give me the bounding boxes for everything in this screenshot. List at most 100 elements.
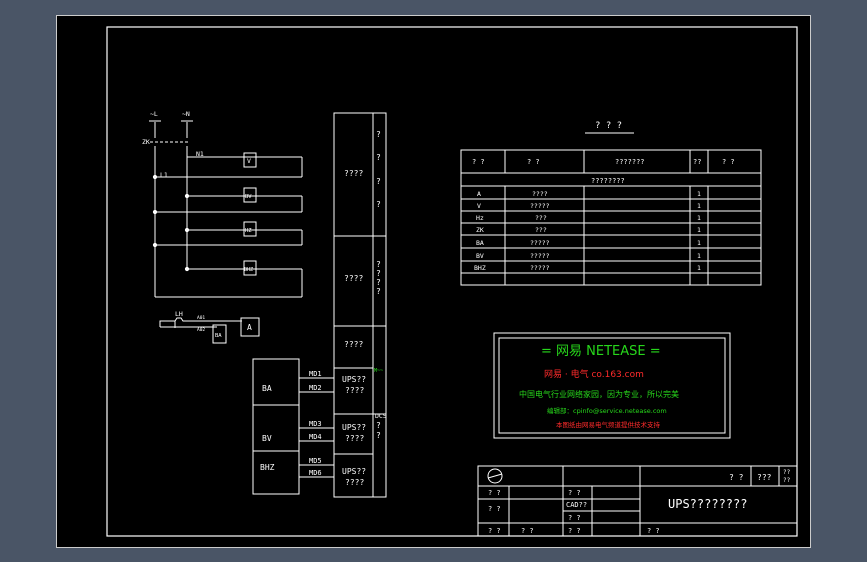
cad-drawing: ~L ~N ZK N1 L1 V BV HZ BHZ LH A01 A02 BA… [106, 26, 798, 537]
transducer-label: BA [215, 333, 222, 339]
parts-table-header: ? ? ? ? ??????? ?? ? ? ???????? [472, 158, 735, 185]
table-row-code: V [477, 202, 481, 210]
panel-section-2: ???? [344, 274, 363, 283]
side-mark: ? [376, 431, 381, 440]
panel-section-3: ???? [344, 340, 363, 349]
inner-frame [106, 26, 798, 537]
title-cell: ? ? [488, 505, 501, 513]
ct-terminal-2: A02 [197, 327, 205, 333]
green-tag: M~~ [374, 368, 383, 374]
table-row-qty: 1 [697, 226, 701, 234]
node-l1-label: L1 [160, 171, 168, 179]
table-row-code: BHZ [474, 264, 486, 272]
side-mark: ? [376, 269, 381, 278]
meter-bv-label: BV [245, 194, 252, 200]
ct-terminal-1: A01 [197, 315, 205, 321]
netease-line2: 网易 · 电气 co.163.com [544, 368, 644, 380]
block-ba: BA [262, 384, 272, 393]
source-n-label: ~N [182, 110, 190, 118]
title-top-right: ? ? [729, 473, 744, 482]
signal-md3: MD3 [309, 420, 322, 428]
table-row-qty: 1 [697, 239, 701, 247]
meter-v-label: V [247, 157, 251, 165]
signal-md5: MD5 [309, 457, 322, 465]
signal-labels: MD1 MD2 MD3 MD4 MD5 MD6 [309, 370, 322, 477]
wiring-labels: ~L ~N ZK N1 L1 V BV HZ BHZ LH A01 A02 BA… [142, 110, 253, 339]
netease-headline: = 网易 NETEASE = [541, 344, 661, 359]
table-row-name: ????? [530, 252, 550, 260]
output-blocks [252, 358, 334, 495]
wiring-diagram [149, 120, 303, 344]
table-row-code: Hz [476, 214, 484, 222]
table-row-code: BV [476, 252, 484, 260]
table-header-cell: ? ? [472, 158, 485, 166]
table-row-qty: 1 [697, 264, 701, 272]
title-cell: CAD?? [566, 501, 587, 509]
table-row-name: ???? [532, 190, 548, 198]
signal-md2: MD2 [309, 384, 322, 392]
table-header-cell: ? ? [722, 158, 735, 166]
panel-section-6b: ???? [345, 478, 364, 487]
table-row-code: A [477, 190, 481, 198]
title-cell: ? ? [488, 489, 501, 497]
title-top-right-b: ?? [783, 477, 791, 484]
title-bottom-right: ? ? [647, 527, 660, 535]
parts-table-grid [460, 149, 762, 286]
title-cell: ? ? [521, 527, 534, 535]
block-bv: BV [262, 434, 272, 443]
table-row-qty: 1 [697, 190, 701, 198]
netease-line4: 编辑部：cpinfo@service.netease.com [547, 406, 667, 415]
panel-side-marks: ? ? ? ? ? ? ? ? DCS ? ? M~~ [374, 130, 387, 440]
table-row-name: ????? [530, 202, 550, 210]
switch-label: ZK [142, 138, 150, 146]
node-n1-label: N1 [196, 150, 204, 158]
panel-section-labels: ???? ???? ???? UPS?? ???? UPS?? ???? UPS… [342, 169, 366, 487]
output-block-labels: BA BV BHZ [260, 384, 275, 472]
drawing-title: UPS???????? [668, 497, 747, 511]
meter-bhz-label: BHZ [244, 267, 253, 273]
ct-label: LH [175, 310, 183, 318]
panel-section-4a: UPS?? [342, 375, 366, 384]
table-header-cell: ?? [693, 158, 701, 166]
side-mark: ? [376, 278, 381, 287]
title-cell: ? ? [568, 489, 581, 497]
side-mark: ? [376, 287, 381, 296]
table-header-cell: ??????? [615, 158, 645, 166]
table-row-name: ??? [535, 214, 547, 222]
side-mark: ? [376, 153, 381, 162]
panel-section-5b: ???? [345, 434, 364, 443]
title-block [477, 465, 798, 537]
signal-md6: MD6 [309, 469, 322, 477]
table-row-code: BA [476, 239, 484, 247]
title-top-right: ??? [757, 473, 772, 482]
dcs-tag: DCS [375, 412, 387, 420]
panel-section-1: ???? [344, 169, 363, 178]
title-block-text: ? ? ? ? ? ? ? ? ? ? CAD?? ? ? ? ? ? ? ??… [488, 469, 791, 535]
panel-section-5a: UPS?? [342, 423, 366, 432]
table-row-qty: 1 [697, 202, 701, 210]
table-row-qty: 1 [697, 214, 701, 222]
terminal-panel [333, 112, 387, 498]
table-row-name: ????? [530, 239, 550, 247]
side-mark: ? [376, 200, 381, 209]
table-row-qty: 1 [697, 252, 701, 260]
signal-md1: MD1 [309, 370, 322, 378]
meter-a-label: A [247, 323, 252, 332]
table-row-name: ????? [530, 264, 550, 272]
table-row-code: ZK [476, 226, 484, 234]
title-cell: ? ? [488, 527, 501, 535]
source-l-label: ~L [150, 110, 158, 118]
block-bhz: BHZ [260, 463, 275, 472]
netease-line3: 中国电气行业网络家园，因为专业，所以完美 [519, 389, 679, 399]
side-mark: ? [376, 130, 381, 139]
title-cell: ? ? [568, 527, 581, 535]
panel-section-4b: ???? [345, 386, 364, 395]
netease-line5: 本图纸由网易电气频道提供技术支持 [556, 420, 661, 429]
signal-md4: MD4 [309, 433, 322, 441]
side-mark: ? [376, 260, 381, 269]
drawing-sheet: ~L ~N ZK N1 L1 V BV HZ BHZ LH A01 A02 BA… [56, 15, 811, 548]
side-mark: ? [376, 177, 381, 186]
side-mark: ? [376, 421, 381, 430]
table-title: ? ? ? [595, 121, 622, 131]
table-group-label: ???????? [591, 177, 625, 185]
